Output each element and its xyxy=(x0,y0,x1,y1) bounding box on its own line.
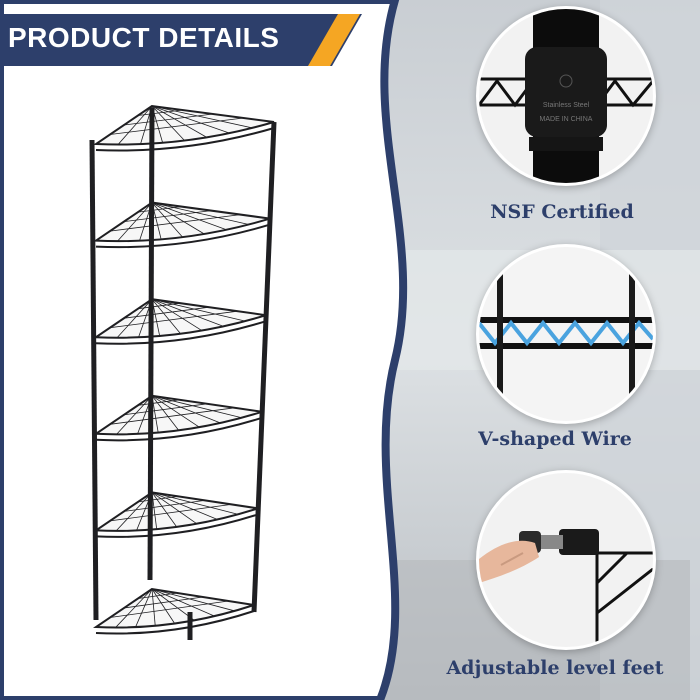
feature-label-v-wire: V-shaped Wire xyxy=(478,428,632,450)
feature-label-nsf: NSF Certified xyxy=(490,201,634,223)
shelf-tier xyxy=(92,491,259,538)
pole-connector-icon: Stainless Steel MADE IN CHINA xyxy=(479,9,653,183)
leveling-foot-icon xyxy=(479,473,653,647)
feature-image-v-wire xyxy=(476,244,656,424)
wave-divider xyxy=(0,0,408,700)
svg-text:MADE IN CHINA: MADE IN CHINA xyxy=(540,116,593,123)
corner-wire-shelf-icon xyxy=(89,104,277,640)
banner-accent xyxy=(308,14,360,66)
banner-title: PRODUCT DETAILS xyxy=(8,22,280,53)
shelf-tier xyxy=(92,587,255,635)
svg-text:Stainless Steel: Stainless Steel xyxy=(543,102,590,109)
shelf-tier xyxy=(92,104,275,152)
shelf-tier xyxy=(92,394,263,442)
feature-image-leveling-foot xyxy=(476,470,656,650)
shelf-tier xyxy=(92,298,267,345)
feature-label-feet: Adjustable level feet xyxy=(446,657,664,679)
banner-bar xyxy=(0,14,362,66)
v-wire-icon xyxy=(479,247,653,421)
feature-image-pole-connector: Stainless Steel MADE IN CHINA xyxy=(476,6,656,186)
shelf-tier xyxy=(92,201,271,249)
